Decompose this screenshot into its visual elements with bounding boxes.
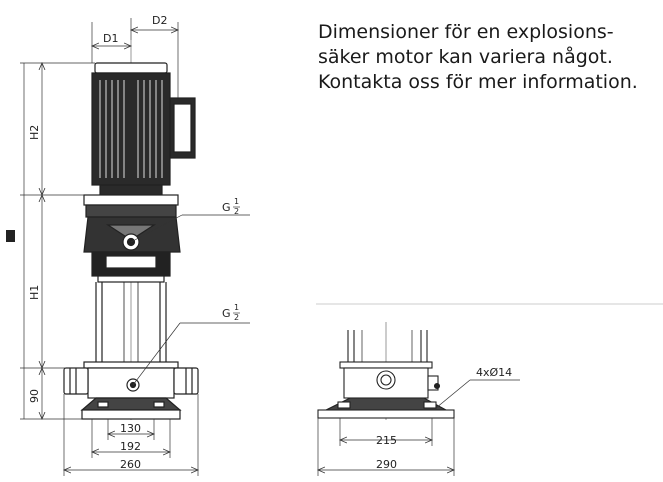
label-290: 290 [376,458,397,471]
label-g-upper: G [222,201,231,214]
label-h1: H1 [28,285,41,300]
label-h2: H2 [28,125,41,140]
label-192: 192 [120,440,141,453]
label-d2: D2 [152,14,167,27]
label-215: 215 [376,434,397,447]
side-marker [6,230,15,242]
label-g-upper-num: 1 [234,197,239,206]
label-g-lower-den: 2 [234,313,239,322]
note-line-2: säker motor kan variera något. [318,46,613,68]
front-view-dimensions [20,18,250,476]
label-g-lower-num: 1 [234,303,239,312]
base-side-view [317,322,455,420]
note-line-3: Kontakta oss för mer information. [318,71,638,93]
note-line-1: Dimensioner för en explosions- [318,21,614,43]
label-g-lower: G [222,307,231,320]
pump-front-view [63,40,199,420]
label-holes: 4xØ14 [476,366,512,379]
info-note: Dimensioner för en explosions- säker mot… [318,20,658,95]
base-side-dimensions [318,379,520,476]
label-90: 90 [28,389,41,403]
label-d1: D1 [103,32,118,45]
label-g-upper-den: 2 [234,207,239,216]
label-130: 130 [120,422,141,435]
label-260: 260 [120,458,141,471]
